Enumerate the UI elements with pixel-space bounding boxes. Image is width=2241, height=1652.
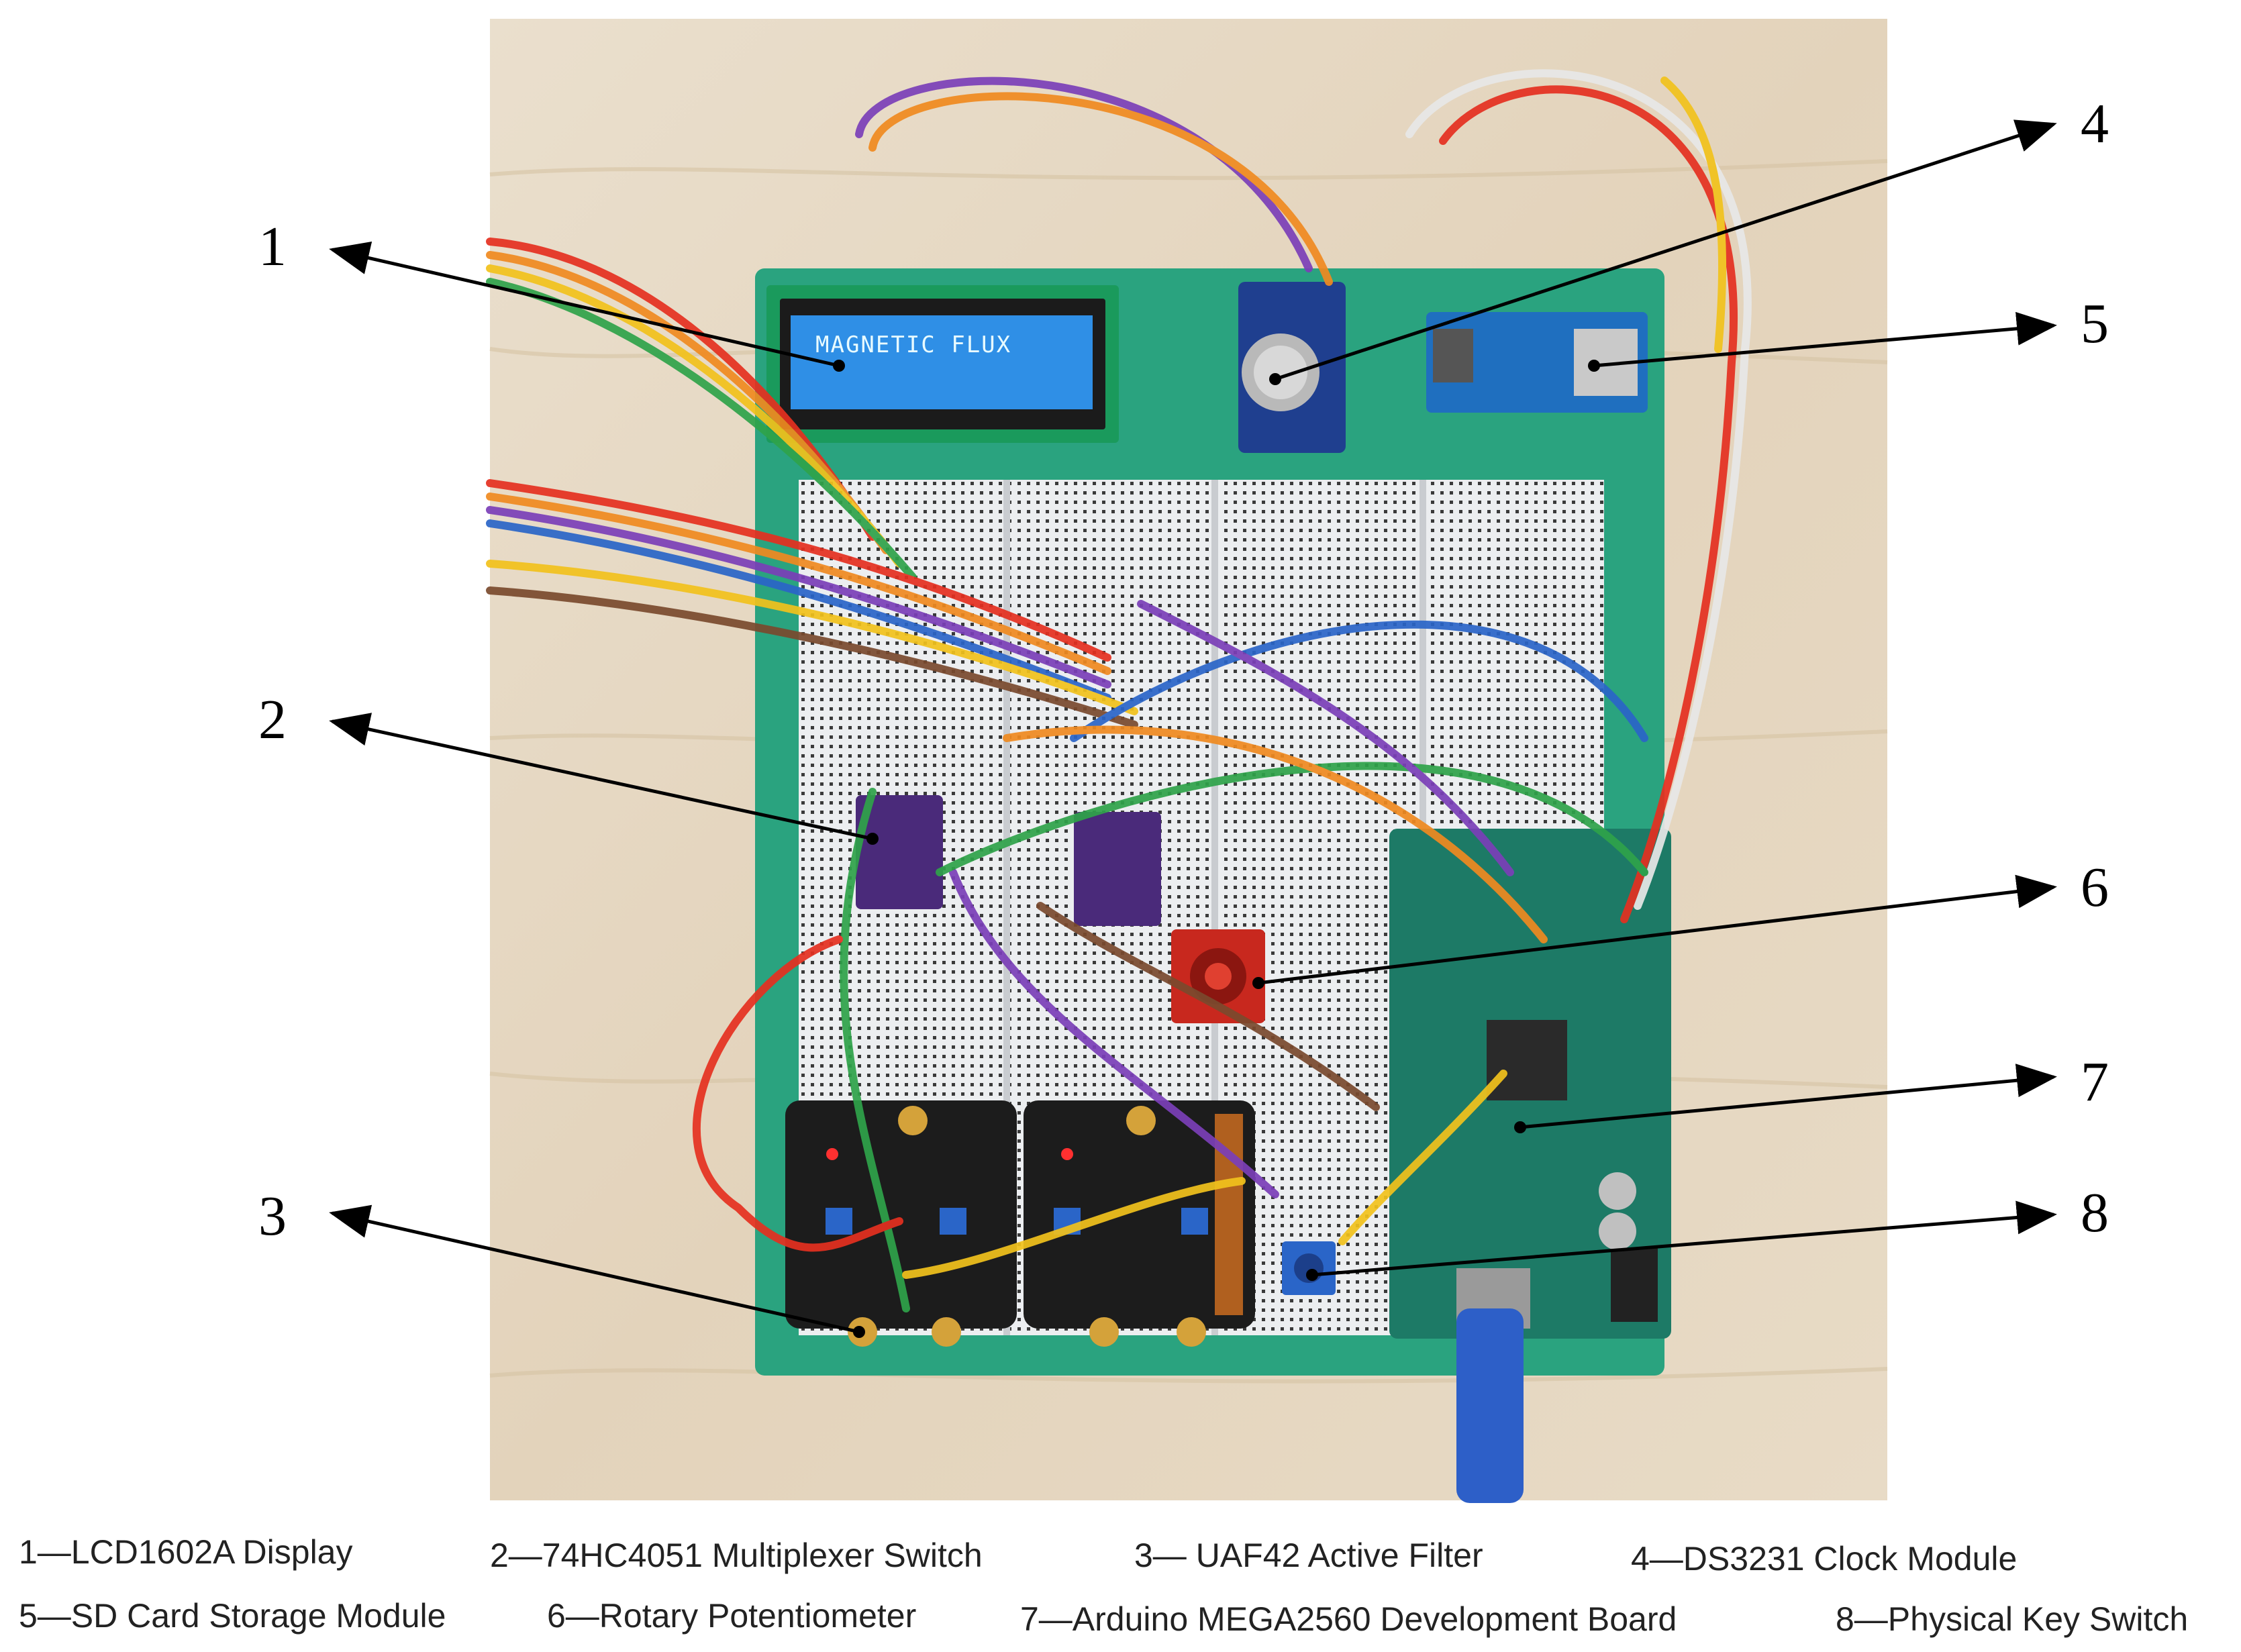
- callout-1: 1: [258, 215, 845, 372]
- callout-5: 5: [1588, 293, 2109, 372]
- legend-item-4: 4—DS3231 Clock Module: [1631, 1540, 2017, 1578]
- callout-1-arrow: [329, 241, 840, 368]
- potentiometer: [1171, 929, 1265, 1023]
- wires: [486, 69, 1752, 1312]
- legend-item-2: 2—74HC4051 Multiplexer Switch: [490, 1537, 983, 1574]
- callout-6: 6: [1252, 856, 2109, 989]
- rtc-module: [1238, 282, 1346, 453]
- callout-3-arrow: [329, 1204, 860, 1334]
- callout-2-arrow: [329, 713, 873, 841]
- legend-item-8: 8—Physical Key Switch: [1836, 1600, 2188, 1638]
- callout-5-number: 5: [2081, 293, 2109, 355]
- callouts: 1 2 3 4 5 6 7: [258, 93, 2109, 1338]
- legend: 1—LCD1602A Display 2—74HC4051 Multiplexe…: [19, 1533, 2188, 1638]
- callout-8-arrow: [1311, 1200, 2057, 1277]
- callout-3: 3: [258, 1185, 865, 1338]
- key-switch: [1282, 1241, 1336, 1295]
- callout-5-arrow: [1593, 311, 2057, 368]
- usb-cable: [1456, 1308, 1524, 1503]
- callout-7-arrow: [1520, 1064, 2057, 1129]
- callout-2: 2: [258, 688, 879, 845]
- callout-8: 8: [1306, 1182, 2109, 1281]
- lcd-text: MAGNETIC FLUX: [815, 331, 1011, 358]
- legend-item-5: 5—SD Card Storage Module: [19, 1597, 446, 1635]
- callout-2-number: 2: [258, 688, 287, 751]
- sd-card-module: [1426, 312, 1648, 413]
- callout-4: 4: [1269, 93, 2109, 385]
- mux-boards: [856, 795, 1161, 926]
- callout-7-number: 7: [2081, 1051, 2109, 1113]
- legend-item-3: 3— UAF42 Active Filter: [1134, 1537, 1483, 1574]
- callout-4-number: 4: [2081, 93, 2109, 155]
- callout-4-arrow: [1275, 119, 2057, 381]
- legend-item-6: 6—Rotary Potentiometer: [547, 1597, 916, 1635]
- callout-7: 7: [1514, 1051, 2109, 1133]
- legend-item-7: 7—Arduino MEGA2560 Development Board: [1020, 1600, 1677, 1638]
- legend-item-1: 1—LCD1602A Display: [19, 1533, 353, 1571]
- photo: MAGNETIC FLUX: [486, 19, 1888, 1503]
- callout-1-number: 1: [258, 215, 287, 278]
- callout-3-number: 3: [258, 1185, 287, 1247]
- filter-boards: [785, 1100, 1255, 1347]
- callout-6-arrow: [1258, 874, 2057, 985]
- lcd-module: MAGNETIC FLUX: [766, 285, 1119, 443]
- callout-6-number: 6: [2081, 856, 2109, 919]
- callout-8-number: 8: [2081, 1182, 2109, 1244]
